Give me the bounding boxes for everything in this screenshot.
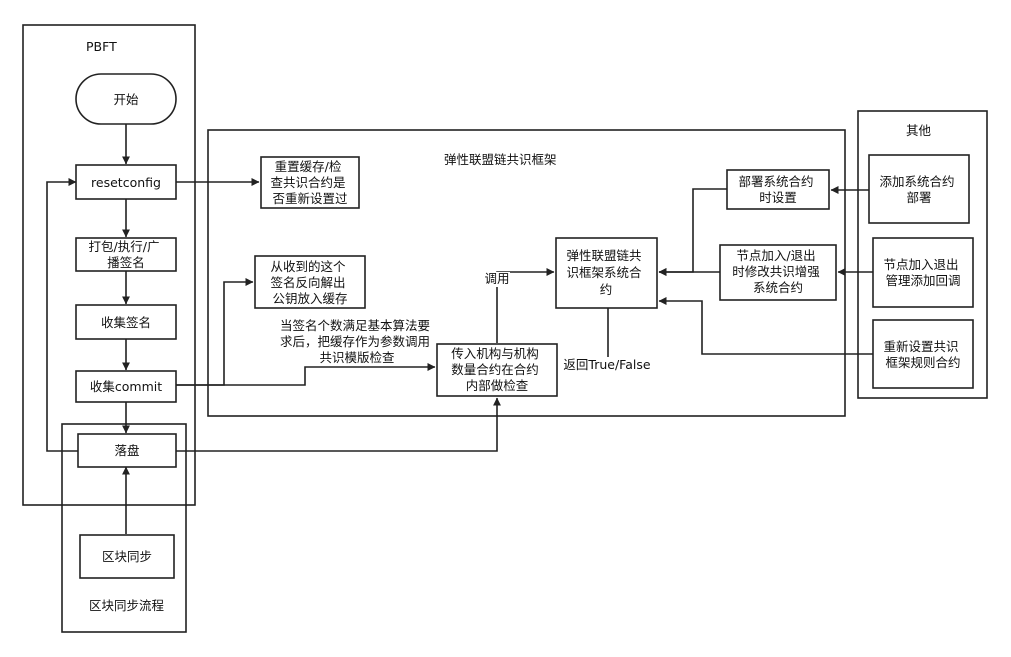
pbft-group — [22, 24, 196, 506]
edge-commit-pass-contract — [176, 363, 436, 386]
node-resetconfig: resetconfig — [75, 164, 177, 200]
block-sync-group-title: 区块同步流程 — [89, 598, 165, 613]
node-add-callback: 节点加入退出 管理添加回调 — [872, 237, 974, 308]
node-resetconfig-label: resetconfig — [91, 175, 161, 190]
node-start-label: 开始 — [113, 92, 139, 107]
block-sync-group — [61, 423, 187, 633]
node-block-sync-label: 区块同步 — [102, 549, 152, 564]
node-reset-cache-label: 重置缓存/检 查共识合约是 否重新设置过 — [271, 159, 350, 206]
node-collect-sign: 收集签名 — [75, 304, 177, 340]
node-framework-contract: 弹性联盟链共 识框架系统合 约 — [555, 237, 658, 309]
node-parse-pubkey: 从收到的这个 签名反向解出 公钥放入缓存 — [254, 255, 366, 309]
node-reset-rules: 重新设置共识 框架规则合约 — [872, 319, 974, 389]
others-group-title: 其他 — [906, 123, 932, 138]
annotation-return-bg — [561, 357, 653, 372]
node-pass-contract: 传入机构与机构 数量合约在合约 内部做检查 — [436, 343, 558, 397]
edge-disk-loop-resetconfig — [46, 178, 78, 452]
annotation-invoke-bg — [484, 272, 510, 287]
node-reset-cache: 重置缓存/检 查共识合约是 否重新设置过 — [260, 156, 360, 209]
node-start: 开始 — [75, 73, 177, 125]
annotation-invoke: 调用 — [484, 271, 509, 286]
annotation-threshold: 当签名个数满足基本算法要 求后，把缓存作为参数调用 共识模版检查 — [280, 318, 434, 365]
node-add-deploy-label: 添加系统合约 部署 — [880, 174, 959, 205]
node-block-sync: 区块同步 — [79, 534, 175, 579]
node-parse-pubkey-label: 从收到的这个 签名反向解出 公钥放入缓存 — [271, 259, 350, 306]
node-deploy-timing-label: 部署系统合约 时设置 — [739, 174, 818, 205]
edges — [46, 124, 873, 534]
pbft-group-title: PBFT — [86, 39, 117, 54]
node-pack-label: 打包/执行/广 播签名 — [89, 239, 164, 270]
node-join-exit: 节点加入/退出 时修改共识增强 系统合约 — [719, 244, 837, 301]
edge-deploy-framework — [658, 188, 727, 276]
edge-disk-pass-contract — [176, 397, 501, 452]
node-deploy-timing: 部署系统合约 时设置 — [726, 169, 830, 210]
edge-commit-parse-pubkey — [176, 278, 254, 386]
node-reset-rules-label: 重新设置共识 框架规则合约 — [884, 339, 963, 370]
node-commit-disk-label: 落盘 — [114, 443, 139, 458]
node-join-exit-label: 节点加入/退出 时修改共识增强 系统合约 — [732, 248, 824, 295]
others-group — [857, 110, 988, 399]
edge-reset-rules-framework — [658, 297, 873, 355]
node-collect-commit-label: 收集commit — [90, 379, 162, 394]
node-pack: 打包/执行/广 播签名 — [75, 237, 177, 272]
node-commit-disk: 落盘 — [77, 433, 177, 468]
framework-group-title: 弹性联盟链共识框架 — [444, 152, 557, 167]
node-collect-sign-label: 收集签名 — [101, 315, 151, 330]
node-add-callback-label: 节点加入退出 管理添加回调 — [884, 257, 963, 288]
annotation-return: 返回True/False — [563, 357, 650, 372]
node-add-deploy: 添加系统合约 部署 — [868, 154, 970, 224]
node-pass-contract-label: 传入机构与机构 数量合约在合约 内部做检查 — [451, 346, 543, 393]
node-collect-commit: 收集commit — [75, 370, 177, 403]
node-framework-contract-label: 弹性联盟链共 识框架系统合 约 — [567, 248, 646, 297]
